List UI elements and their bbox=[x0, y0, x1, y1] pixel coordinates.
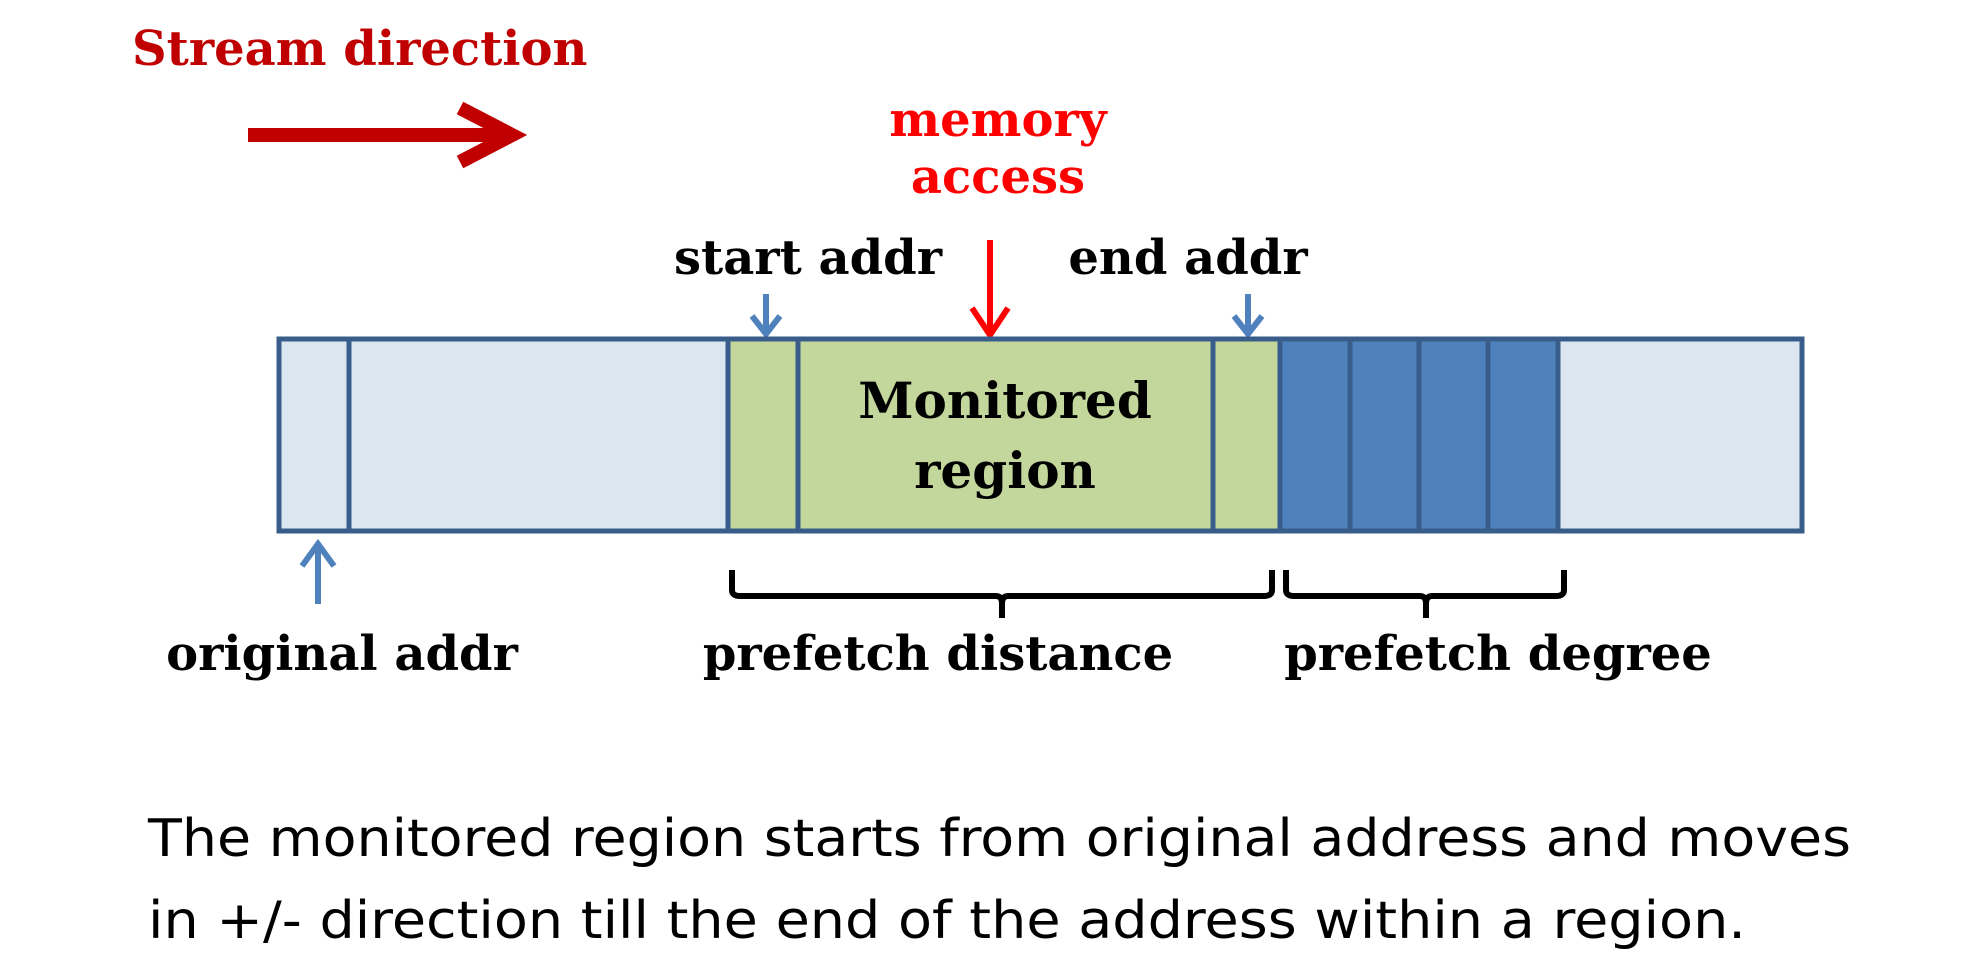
end-addr-label: end addr bbox=[1068, 230, 1308, 286]
prefetch-degree-brace bbox=[1283, 570, 1567, 618]
prefetch-degree-label: prefetch degree bbox=[1284, 626, 1712, 682]
segment-after bbox=[1555, 336, 1805, 534]
stream-direction-arrow-icon bbox=[248, 101, 528, 169]
stream-direction-label: Stream direction bbox=[132, 21, 587, 77]
caption-line1: The monitored region starts from origina… bbox=[147, 809, 1851, 869]
segment-region-end bbox=[1210, 336, 1283, 534]
monitored-region-label-line2: region bbox=[914, 441, 1096, 500]
original-addr-label: original addr bbox=[166, 626, 519, 682]
start-addr-label: start addr bbox=[674, 230, 943, 286]
segment-prefetch-3 bbox=[1416, 336, 1491, 534]
original-addr-arrow-icon bbox=[299, 538, 337, 604]
segment-original bbox=[276, 336, 352, 534]
prefetch-distance-label: prefetch distance bbox=[703, 626, 1173, 682]
segment-prefetch-1 bbox=[1277, 336, 1353, 534]
caption-line2: in +/- direction till the end of the add… bbox=[148, 891, 1746, 951]
start-addr-arrow-icon bbox=[749, 294, 783, 339]
segment-region-start bbox=[725, 336, 801, 534]
end-addr-arrow-icon bbox=[1231, 294, 1265, 339]
memory-access-label-line2: access bbox=[911, 149, 1085, 205]
memory-access-label-line1: memory bbox=[889, 92, 1108, 148]
segment-prefetch-4 bbox=[1485, 336, 1561, 534]
monitored-region-label-line1: Monitored bbox=[858, 371, 1152, 430]
segment-prefetch-2 bbox=[1347, 336, 1422, 534]
segment-before-region bbox=[346, 336, 731, 534]
address-bar bbox=[276, 336, 1805, 534]
memory-access-arrow-icon bbox=[969, 240, 1011, 341]
prefetch-distance-brace bbox=[729, 570, 1275, 618]
segment-monitored-region bbox=[795, 336, 1216, 534]
